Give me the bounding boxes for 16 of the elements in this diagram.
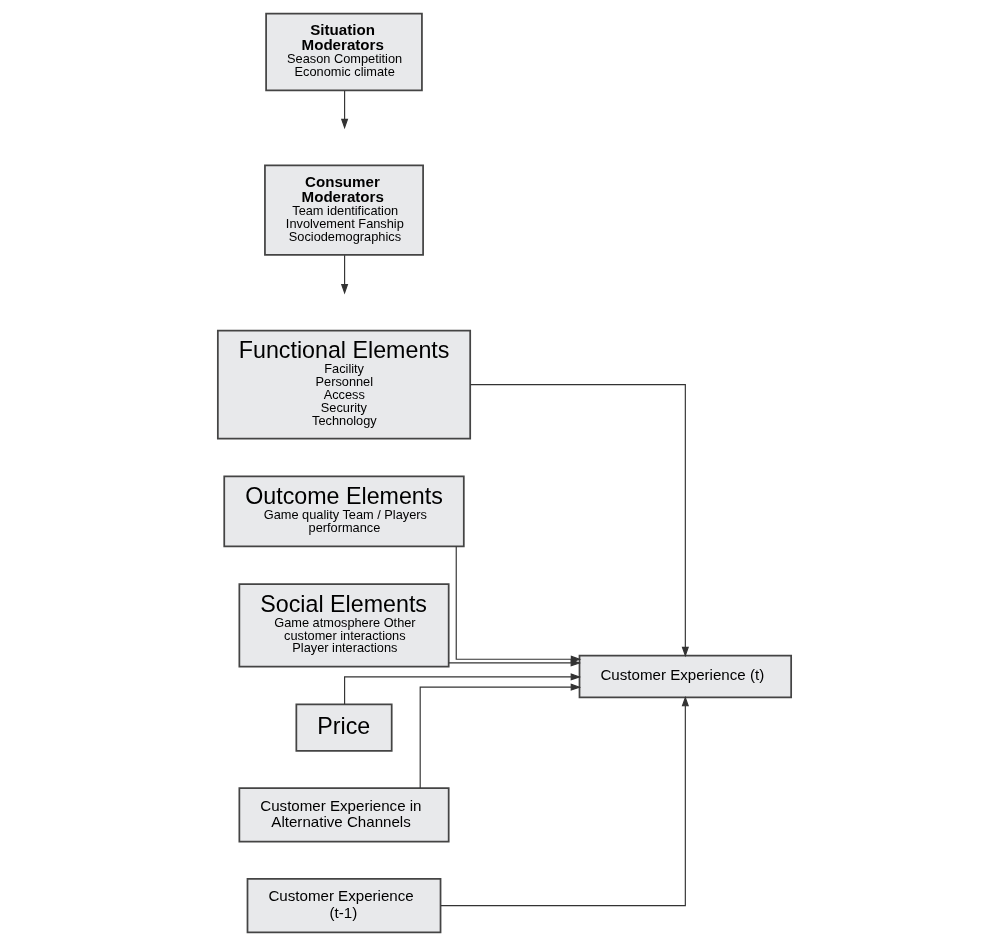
node-box: Customer Experience (t-1) [246, 877, 441, 933]
arrow [447, 658, 581, 667]
node-box: Situation Moderators Season Competition Economic climate [264, 12, 423, 91]
node-box: Functional Elements Facility Personnel Access Security Technology [216, 329, 471, 440]
arrow [469, 383, 689, 657]
node-box: Consumer Moderators Team identification Involvement Fanship Sociodemographics [263, 164, 424, 256]
node-box: Customer Experience in Alternative Channels [238, 786, 450, 842]
arrow [340, 89, 348, 129]
node-box: Social Elements Game atmosphere Other customer interactions Player interactions [238, 582, 450, 667]
node-box: Outcome Elements Game quality Team / Players performance [222, 475, 465, 547]
node-box: Customer Experience (t) [578, 654, 792, 698]
node-box: Price [294, 703, 393, 752]
arrow [419, 683, 581, 789]
arrow [439, 695, 689, 906]
arrow [340, 254, 348, 294]
arrow [343, 672, 581, 705]
